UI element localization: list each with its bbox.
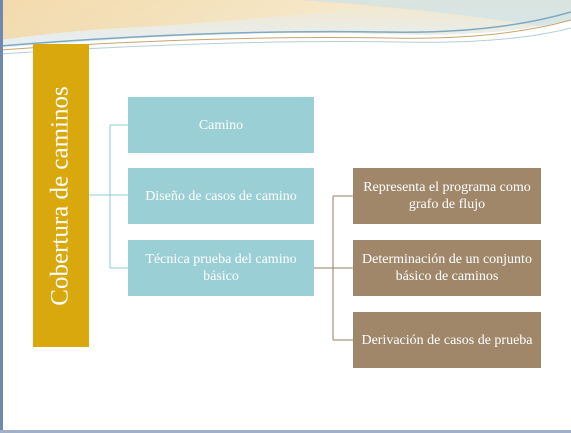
- header-wave-decoration: [0, 0, 571, 70]
- node-representa-programa: Representa el programa como grafo de flu…: [353, 168, 541, 224]
- level2-connectors: [314, 195, 353, 341]
- bottom-border: [0, 430, 571, 433]
- diagram-title-box: Cobertura de caminos: [33, 44, 89, 347]
- left-border: [0, 0, 3, 433]
- diagram-title: Cobertura de caminos: [47, 85, 74, 306]
- level1-connectors: [89, 124, 128, 269]
- node-determinacion-conjunto: Determinación de un conjunto básico de c…: [353, 240, 541, 296]
- node-camino: Camino: [128, 97, 314, 153]
- node-tecnica-prueba: Técnica prueba del camino básico: [128, 240, 314, 296]
- node-derivacion-casos: Derivación de casos de prueba: [353, 312, 541, 368]
- node-diseno-casos: Diseño de casos de camino: [128, 168, 314, 224]
